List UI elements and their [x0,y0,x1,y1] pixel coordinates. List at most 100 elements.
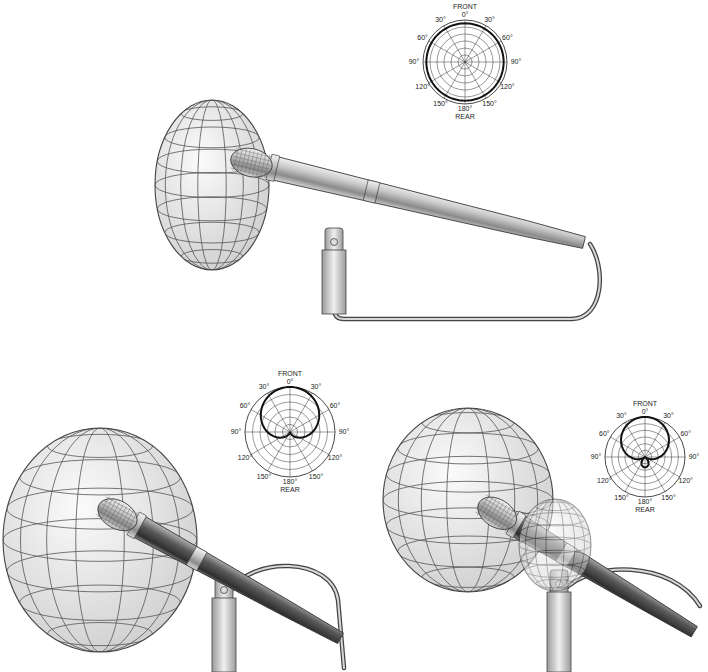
meridian-line [165,100,258,270]
angle-label: 90° [231,428,242,436]
grille-mesh [475,493,520,533]
cable-highlight [334,244,600,319]
angle-label: 60° [599,430,610,438]
angle-label: 150° [482,100,496,108]
balloon-outline [519,499,591,591]
parallel-line [7,551,193,592]
mic-clip-stand [322,228,346,314]
balloon-surface [155,100,269,270]
parallel-line [165,222,259,243]
meridian-line [76,428,125,652]
angle-label: 60° [417,34,428,42]
polar-plot [423,20,507,104]
balloon-grid [519,499,591,591]
balloon-grid [155,100,269,270]
parallel-line [525,564,585,577]
angle-label: 30° [435,16,446,24]
mic-grille [228,144,275,181]
grille-mesh [230,147,273,179]
mic-body [129,514,346,649]
angle-label: 180° [458,105,472,113]
mic-grille [472,490,522,536]
parallel-line [20,585,181,620]
parallel-line [157,197,266,221]
angle-label: 30° [484,16,495,24]
microphone [228,144,588,256]
angle-label: 0° [287,378,294,386]
mic-body [268,156,587,255]
angle-label: 180° [638,498,652,506]
polar-spoke [444,26,486,99]
parallel-line [535,579,574,588]
clip-screw [331,239,338,246]
angle-label: 150° [433,100,447,108]
stand-post [322,250,346,314]
polar-ring [245,387,335,477]
clip-screw [221,587,228,594]
parallel-line [422,413,514,433]
pickup-pattern [261,387,319,438]
angle-label: 30° [259,383,270,391]
polar-ring [605,417,685,497]
angle-label: 150° [309,473,323,481]
angle-label: 150° [661,494,675,502]
polar-plot [605,417,685,497]
parallel-line [386,456,549,492]
meridian-line [198,100,227,270]
angle-label: 30° [616,412,627,420]
mic-band [186,546,207,570]
parallel-line [520,550,589,565]
angle-label: 150° [257,473,271,481]
angle-label: 30° [663,412,674,420]
parallel-line [181,250,243,264]
microphone [472,490,702,643]
pickup-balloon [155,100,269,270]
angle-label: 60° [240,402,251,410]
angle-label: 120° [328,454,342,462]
balloon-outline [155,100,269,270]
polar-ring [423,20,507,104]
polar-plot [245,387,335,477]
mic-band [363,180,380,203]
direction-label: REAR [635,506,654,514]
direction-label: FRONT [278,370,302,378]
parallel-line [398,536,539,567]
angle-label: 120° [678,477,692,485]
direction-label: REAR [280,486,299,494]
angle-label: 90° [511,58,522,66]
angle-label: 30° [311,383,322,391]
pickup-pattern [621,417,669,467]
parallel-line [422,567,514,587]
stand-post [212,598,236,672]
angle-label: 0° [462,11,469,19]
parallel-line [535,502,574,511]
balloon-surface [519,499,591,591]
pickup-pattern [426,23,503,100]
direction-label: REAR [455,113,474,121]
meridian-line [181,100,244,270]
parallel-line [398,433,539,464]
angle-label: 120° [500,83,514,91]
angle-label: 150° [614,494,628,502]
angle-label: 120° [597,477,611,485]
angle-label: 60° [680,430,691,438]
mic-grille [92,492,142,537]
parallel-line [525,513,585,526]
parallel-line [47,434,152,457]
parallel-line [20,460,181,495]
mic-cable [334,244,600,319]
angle-label: 60° [330,402,341,410]
pickup-balloon [519,499,591,591]
grille-mesh [95,495,140,534]
parallel-line [47,623,152,646]
angle-label: 180° [283,478,297,486]
angle-label: 90° [409,58,420,66]
angle-label: 120° [238,454,252,462]
meridian-line [398,408,537,592]
parallel-line [181,107,243,121]
angle-label: 90° [339,428,350,436]
angle-label: 90° [591,453,602,461]
angle-label: 90° [689,453,700,461]
